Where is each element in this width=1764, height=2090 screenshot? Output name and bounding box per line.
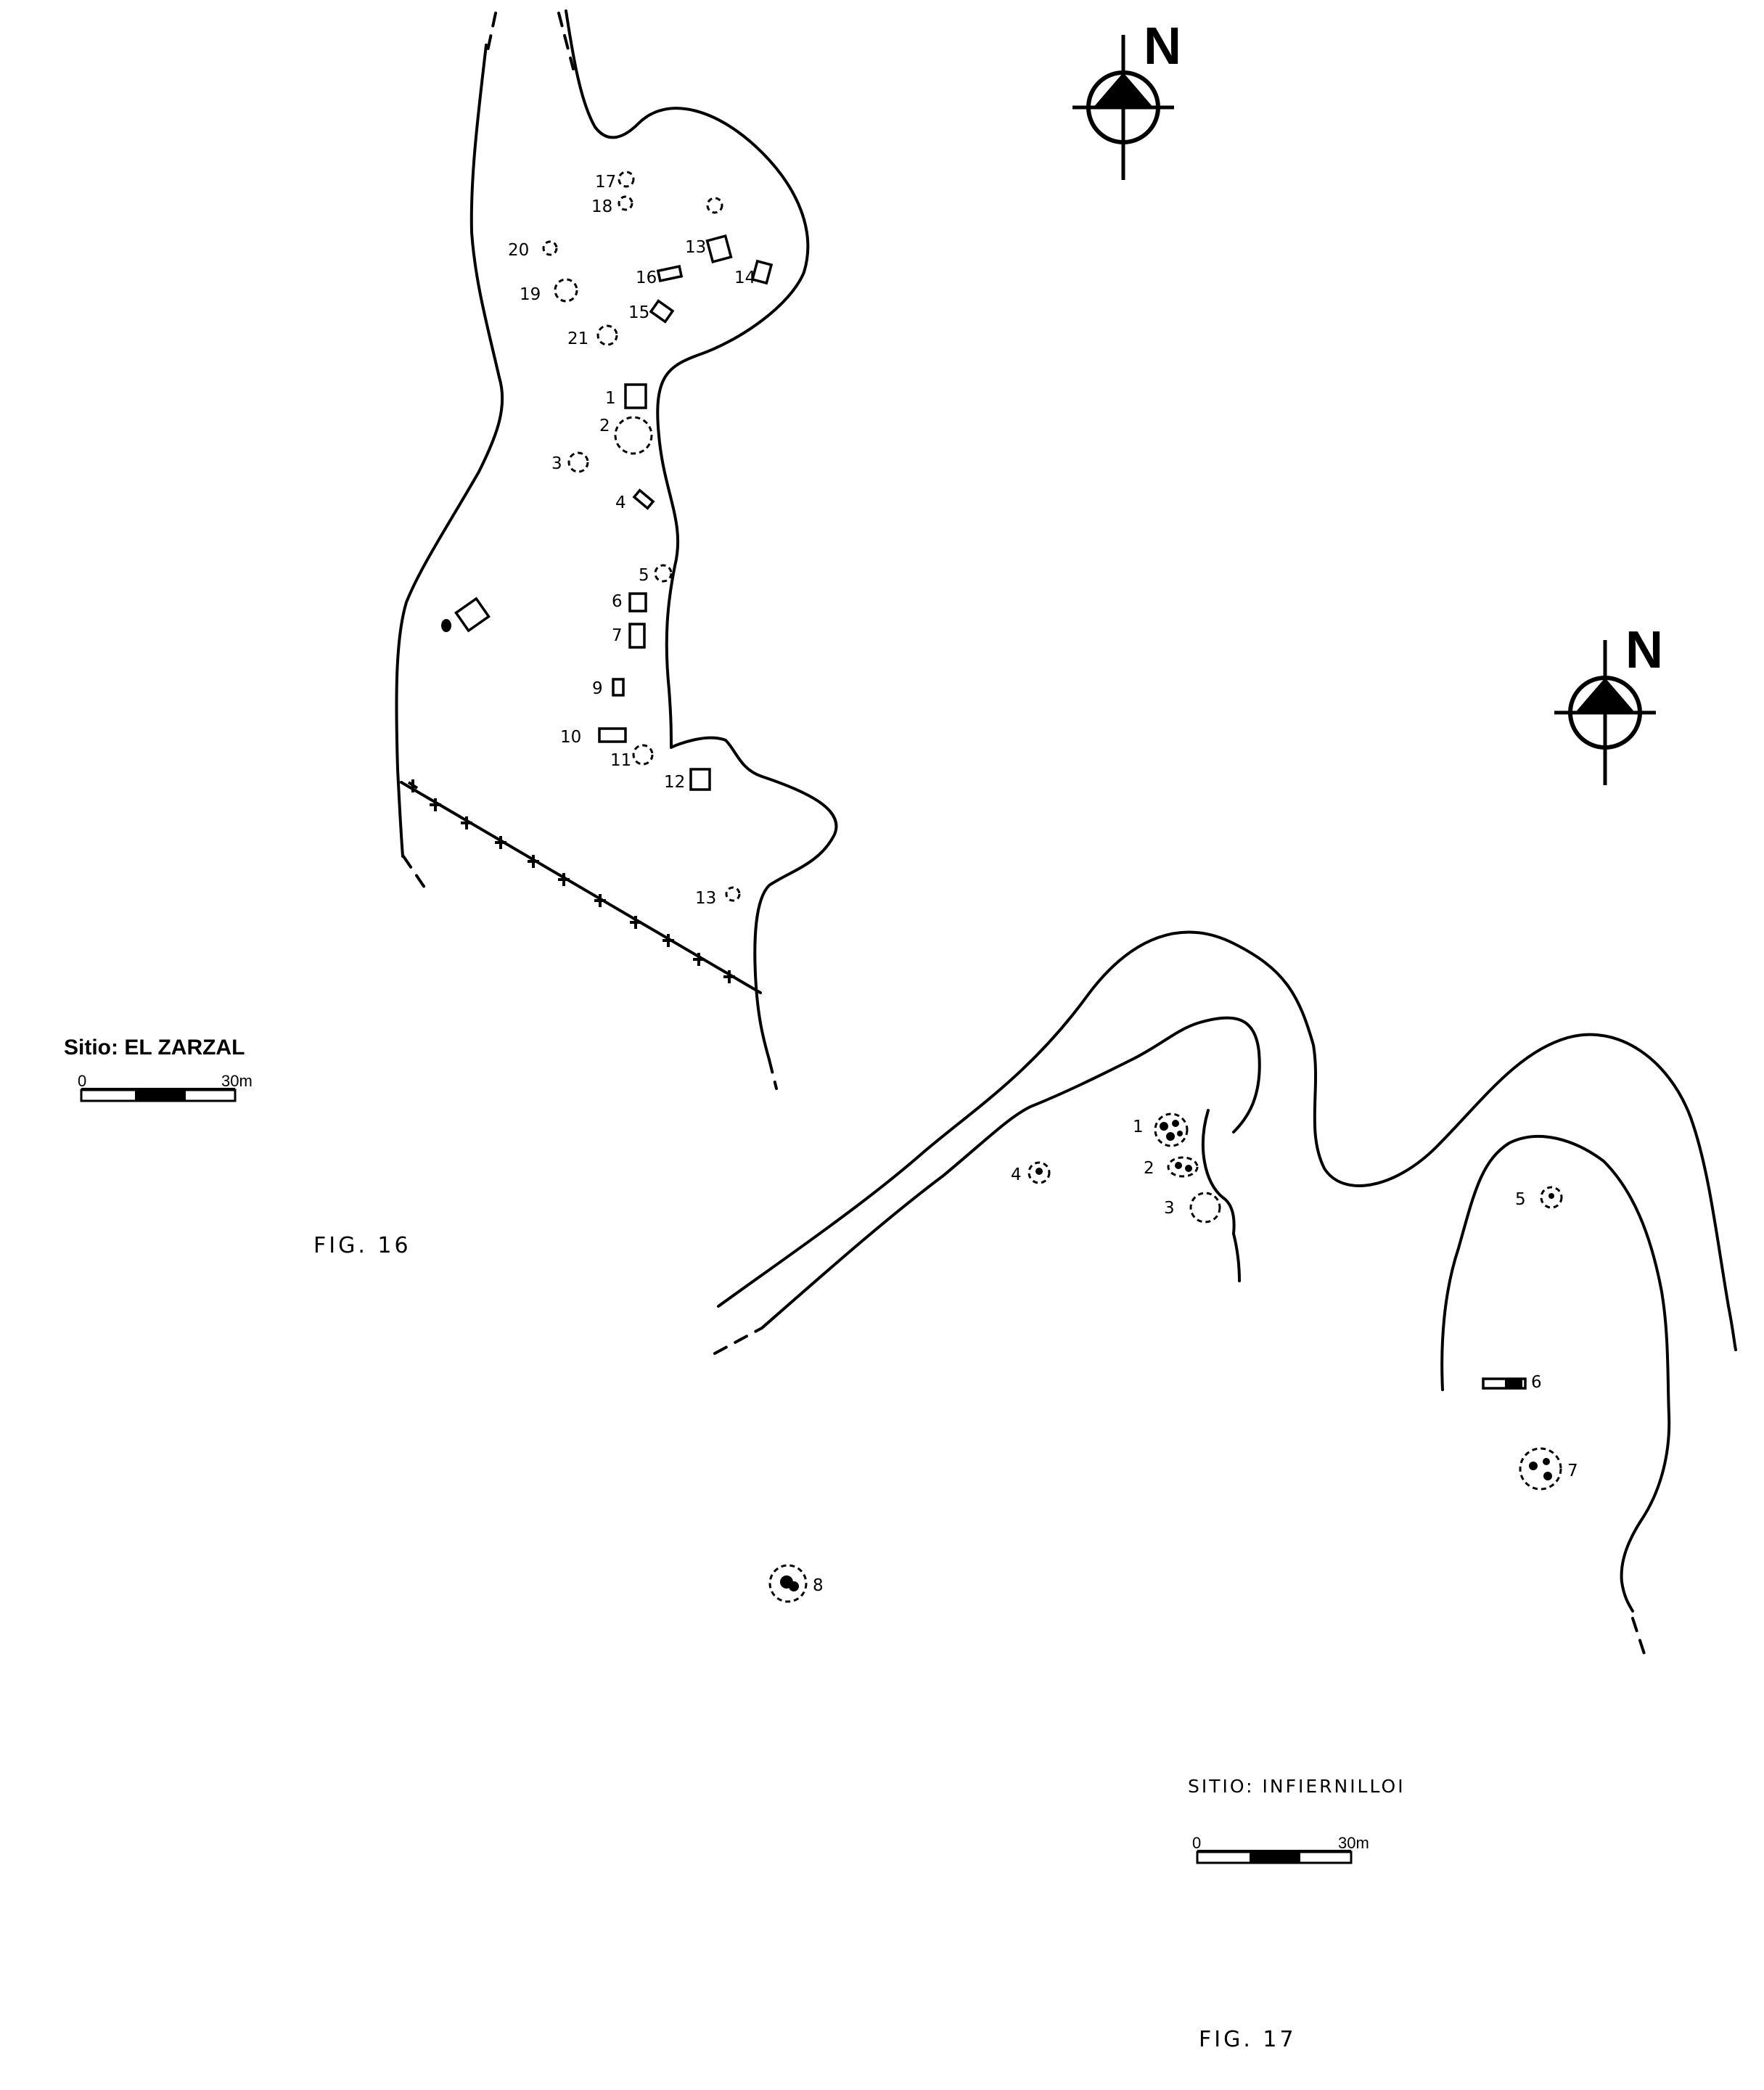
feature-3 [567, 451, 589, 473]
feature-18 [618, 195, 633, 211]
fig16-east-edge [565, 9, 838, 1061]
fig16-label-16: 16 [636, 269, 657, 287]
fig17-label-3: 3 [1164, 1199, 1175, 1218]
fig17-scale-start: 0 [1192, 1834, 1201, 1852]
fig17-label-4: 4 [1011, 1165, 1022, 1184]
fig16-label-6: 6 [612, 592, 623, 611]
feature-10 [598, 727, 627, 743]
fig16-label-19: 19 [520, 285, 541, 304]
fig16-scale-end: 30m [221, 1072, 253, 1090]
fig16-scale-bar-icon: 0 30m [78, 1072, 253, 1102]
feature-2 [614, 416, 653, 455]
fig17-bluff-edge [1201, 1109, 1241, 1282]
fig17-feature-3 [1189, 1192, 1221, 1224]
fig17-scale-bar-icon: 0 30m [1192, 1834, 1369, 1864]
fig16-label-3: 3 [551, 454, 562, 473]
fig17-label: FIG. 17 [1199, 2027, 1297, 2052]
fig16-label-21: 21 [567, 329, 588, 348]
fig16-label-11: 11 [610, 751, 631, 770]
fig17-scale-end: 30m [1338, 1834, 1369, 1852]
feature-13-south [725, 886, 741, 902]
feature-17 [618, 171, 635, 188]
fig17-outer-bank-dash [713, 1327, 763, 1355]
fig16-label-9: 9 [592, 679, 603, 698]
feature-1 [624, 383, 647, 409]
fig16-label-1: 1 [605, 389, 616, 408]
feature-11 [632, 744, 654, 766]
feature-5 [654, 564, 673, 583]
fig16-feature-labels: 1 2 3 4 5 6 7 9 10 11 12 13 13 14 15 16 … [508, 173, 755, 908]
fig17-label-7: 7 [1567, 1462, 1578, 1480]
fig17-feature-1 [1154, 1112, 1189, 1147]
fig16-label-17: 17 [595, 173, 616, 192]
fig16-label-12: 12 [664, 773, 685, 792]
fig16-label-4: 4 [615, 493, 626, 512]
fig16-west-edge-dash-bottom [402, 855, 430, 894]
fig16-label-13-south: 13 [695, 889, 716, 908]
feature-6 [628, 592, 647, 612]
fig17-feature-8 [768, 1564, 808, 1603]
fig17-feature-6 [1482, 1377, 1527, 1390]
fig16-label-20: 20 [508, 241, 529, 260]
fig16-label-15: 15 [628, 303, 649, 322]
feature-unlabeled-c [441, 619, 451, 632]
fig17-feature-7 [1519, 1447, 1562, 1491]
fig17-north-label: N [1625, 621, 1663, 679]
fig16-features [441, 171, 774, 902]
fig17-label-6: 6 [1531, 1373, 1542, 1392]
fig16-label-18: 18 [591, 197, 612, 216]
feature-unlabeled-a [706, 197, 723, 214]
fig17-site-title: SITIO: INFIERNILLOI [1188, 1776, 1406, 1797]
fig16-north-arrow-icon: N [1072, 17, 1181, 180]
fig17-peninsula-edge [1440, 1134, 1671, 1612]
fig17-outer-bank [717, 930, 1737, 1351]
feature-4 [632, 488, 655, 510]
fig17-north-arrow-icon: N [1554, 621, 1663, 785]
feature-20 [542, 240, 558, 256]
feature-21 [596, 324, 618, 346]
fig17-label-2: 2 [1144, 1159, 1154, 1178]
fig16-west-edge-dash-top [486, 12, 497, 52]
fig16-site-title: Sitio: EL ZARZAL [64, 1036, 245, 1060]
fig16-label-2: 2 [599, 417, 610, 435]
fig17-feature-5 [1540, 1186, 1563, 1209]
fig17-features [768, 1112, 1563, 1603]
fig17-inner-bank [760, 1016, 1261, 1329]
fig17-label-5: 5 [1515, 1190, 1526, 1209]
fig16-label-13-north: 13 [685, 238, 706, 257]
feature-15 [649, 299, 675, 324]
feature-13-north [705, 234, 733, 263]
fig17-map: 1 2 3 4 5 6 7 8 N SITIO: INFIERNILLOI 0 … [713, 621, 1737, 2052]
feature-12 [689, 768, 711, 791]
feature-9 [612, 678, 625, 697]
feature-14 [750, 259, 774, 285]
feature-7 [628, 623, 646, 649]
fig17-feature-4 [1027, 1161, 1051, 1184]
fig17-label-1: 1 [1133, 1118, 1144, 1136]
fig16-east-edge-dash-bottom [768, 1058, 778, 1090]
fig16-label: FIG. 16 [313, 1233, 411, 1258]
fig16-map: 1 2 3 4 5 6 7 9 10 11 12 13 13 14 15 16 … [64, 9, 1181, 1258]
fig16-label-7: 7 [612, 626, 623, 645]
feature-19 [554, 278, 578, 303]
fig17-feature-labels: 1 2 3 4 5 6 7 8 [813, 1118, 1578, 1595]
fig17-feature-2 [1167, 1156, 1199, 1178]
fig17-label-8: 8 [813, 1576, 824, 1595]
feature-16 [656, 264, 684, 283]
fig16-scale-start: 0 [78, 1072, 86, 1090]
fig16-label-14: 14 [734, 269, 755, 287]
fig16-east-edge-dash-top [557, 12, 575, 70]
fig16-fence [400, 779, 762, 994]
fig16-label-10: 10 [560, 728, 581, 747]
fig16-north-label: N [1144, 17, 1181, 75]
feature-unlabeled-b [454, 597, 491, 633]
fig16-west-edge [395, 44, 504, 858]
fig16-label-5: 5 [639, 566, 649, 585]
fig17-peninsula-edge-dash [1631, 1617, 1647, 1660]
